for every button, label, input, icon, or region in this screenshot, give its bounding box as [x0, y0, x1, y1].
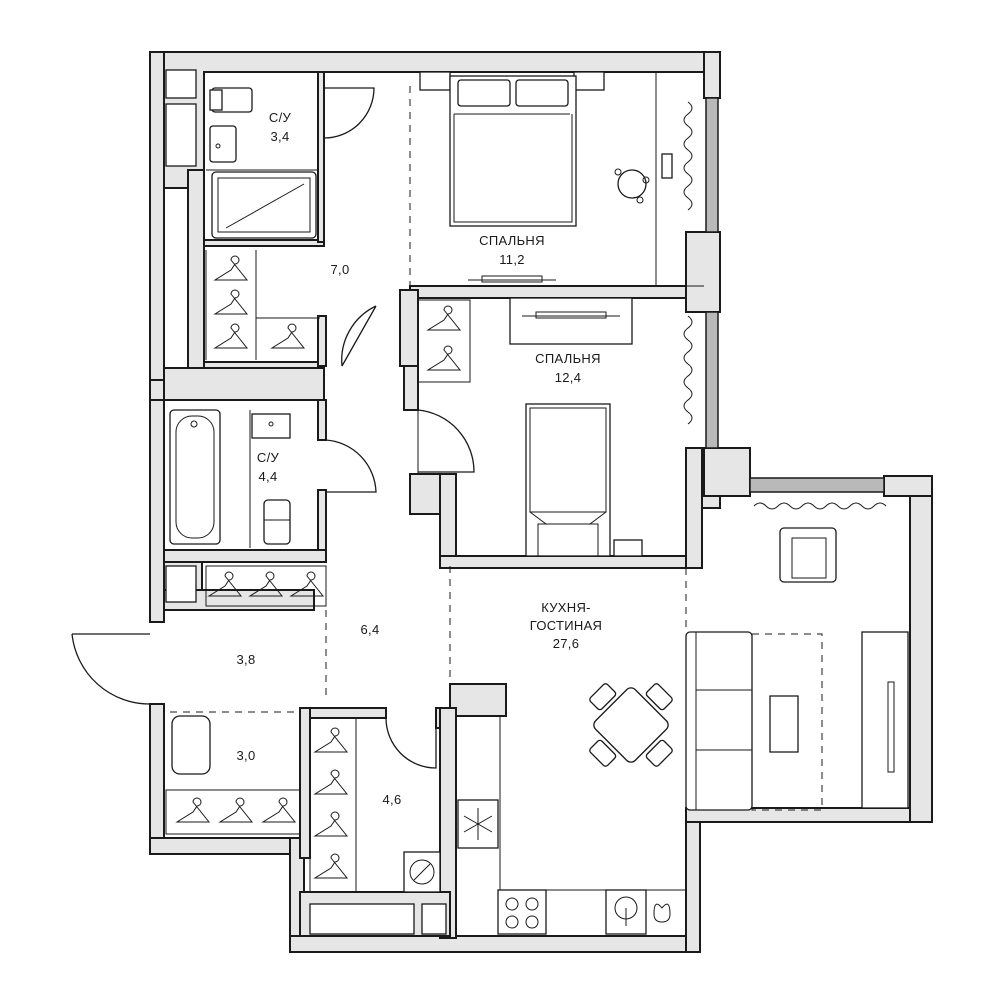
walls	[149, 51, 933, 953]
kitchen-name: КУХНЯ-	[541, 600, 591, 615]
entry-fixtures	[171, 715, 211, 775]
bath1-area: 3,4	[271, 129, 290, 144]
kitchen-area: 27,6	[553, 636, 580, 651]
snowflake-icon	[463, 808, 493, 840]
bath1-name: С/У	[269, 110, 292, 125]
storage-fixtures	[403, 851, 441, 893]
corridor-upper-area: 7,0	[331, 262, 350, 277]
bedroom2-furniture	[509, 297, 693, 557]
hanger-icons	[175, 255, 462, 879]
bath1-fixtures	[209, 87, 317, 239]
entrance-area: 3,8	[237, 652, 256, 667]
doors	[71, 87, 475, 769]
storage-area: 4,6	[383, 792, 402, 807]
room-labels: С/У 3,4 СПАЛЬНЯ 11,2 7,0 СПАЛЬНЯ 12,4 С/…	[237, 110, 603, 807]
bedroom1-furniture	[419, 71, 693, 283]
wardrobe-area: 3,0	[237, 748, 256, 763]
bedroom2-area: 12,4	[555, 370, 582, 385]
kitchen-living-furniture	[456, 502, 909, 935]
wardrobe-frames	[165, 299, 471, 893]
hall-area: 6,4	[361, 622, 380, 637]
windows	[705, 97, 885, 493]
kitchen-name-2: ГОСТИНАЯ	[530, 618, 603, 633]
bath2-name: С/У	[257, 450, 280, 465]
bedroom1-area: 11,2	[499, 252, 525, 267]
bath2-area: 4,4	[259, 469, 278, 484]
bedroom2-name: СПАЛЬНЯ	[535, 351, 601, 366]
bath2-fixtures	[169, 409, 291, 545]
bedroom1-name: СПАЛЬНЯ	[479, 233, 545, 248]
